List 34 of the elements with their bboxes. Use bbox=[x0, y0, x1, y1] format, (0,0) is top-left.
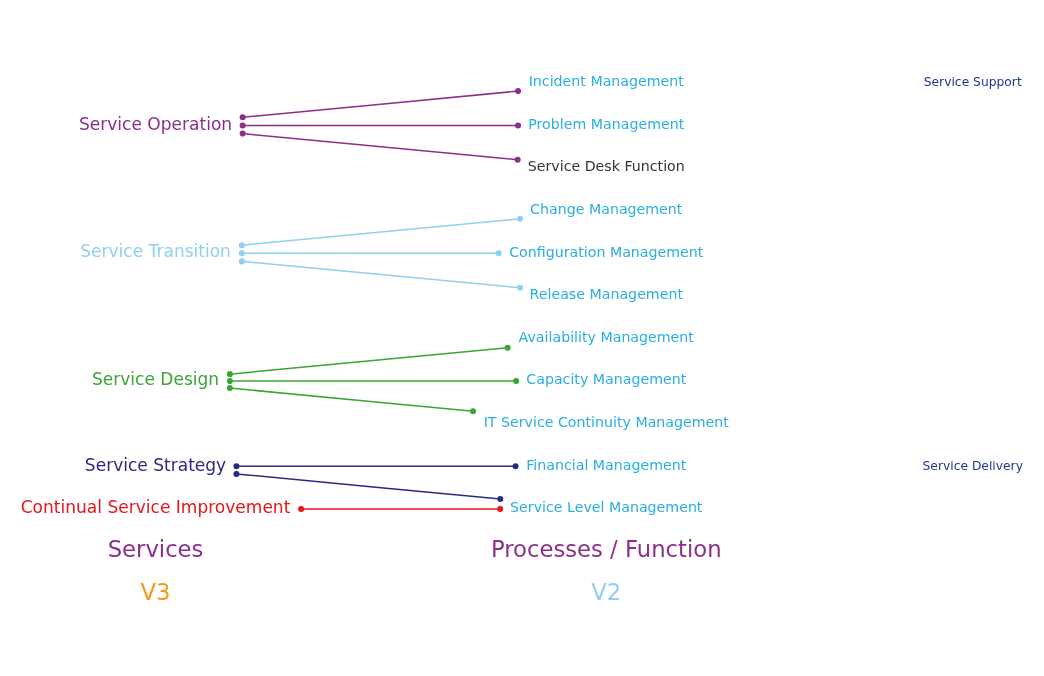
node-text: Financial Management bbox=[526, 456, 687, 473]
connector bbox=[238, 257, 524, 291]
node-text: Change Management bbox=[530, 200, 683, 217]
node-text: Problem Management bbox=[528, 115, 685, 132]
node-text: Service Operation bbox=[78, 113, 233, 134]
connector bbox=[239, 121, 522, 128]
connector bbox=[239, 87, 522, 120]
connector bbox=[233, 470, 504, 502]
label: Processes / Function bbox=[490, 535, 722, 562]
label: Services bbox=[107, 535, 204, 562]
connector bbox=[226, 384, 477, 414]
node-text: Configuration Management bbox=[509, 243, 704, 260]
node-text: Service Transition bbox=[80, 240, 231, 261]
node-text: Continual Service Improvement bbox=[20, 496, 291, 517]
node-text: Service Desk Function bbox=[527, 157, 685, 174]
node-text: Service Design bbox=[91, 368, 220, 389]
connector bbox=[226, 377, 520, 384]
node-text: IT Service Continuity Management bbox=[483, 413, 729, 430]
node-text: Release Management bbox=[529, 285, 683, 302]
connector bbox=[238, 249, 502, 256]
connector bbox=[298, 505, 504, 512]
connector bbox=[226, 344, 511, 377]
node-text: Availability Management bbox=[518, 328, 694, 345]
node-text: Service Strategy bbox=[84, 454, 227, 474]
node-text: Service Level Management bbox=[510, 498, 703, 515]
connector bbox=[233, 462, 519, 469]
connector bbox=[239, 130, 521, 163]
label: V3 bbox=[140, 578, 171, 605]
label: Service Delivery bbox=[922, 458, 1023, 473]
label: V2 bbox=[591, 578, 622, 605]
label: Service Support bbox=[923, 74, 1022, 89]
connector bbox=[238, 215, 524, 248]
node-text: Incident Management bbox=[528, 72, 684, 89]
node-text: Capacity Management bbox=[526, 370, 687, 387]
